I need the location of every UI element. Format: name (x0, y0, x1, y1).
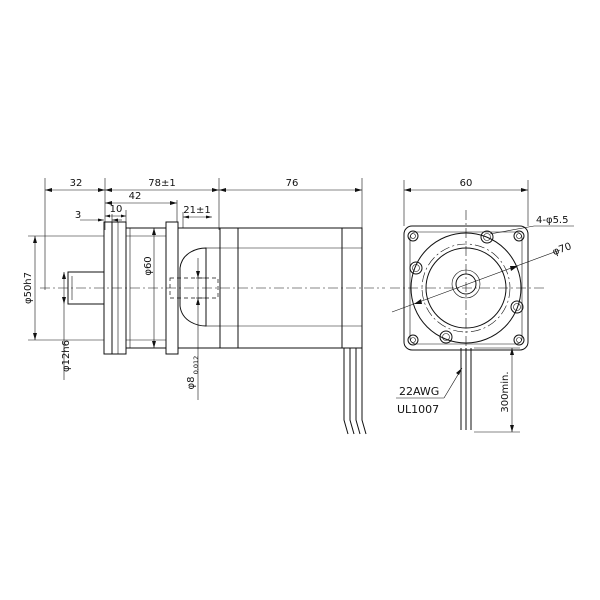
dim-phi60-side-label: φ60 (143, 256, 154, 275)
front-pitch-circle (421, 243, 511, 333)
dim-phi12-label: φ12h6 (61, 340, 72, 372)
dim-phi50-label: φ50h7 (23, 272, 34, 304)
side-view (40, 221, 385, 435)
dim-60-front-label: 60 (460, 178, 473, 189)
front-mount-holes (409, 230, 524, 344)
adapter-dome (179, 247, 207, 327)
callout-ul: UL1007 (397, 403, 439, 416)
dim-holes-label: 4-φ5.5 (536, 215, 568, 226)
dim-21-label: 21±1 (183, 205, 210, 216)
front-outer-circle (410, 232, 522, 344)
dim-42-label: 42 (129, 191, 142, 202)
side-dimensions: 32 78±1 76 42 10 3 21±1 (23, 178, 363, 400)
dim-10-label: 10 (110, 204, 123, 215)
motor-body (219, 227, 363, 349)
side-cable-1 (343, 348, 349, 435)
dim-cable-length-label: 300min. (500, 371, 511, 412)
dim-phi8-label: φ8 (186, 377, 197, 390)
dim-3-label: 3 (75, 210, 81, 221)
dim-78-label: 78±1 (148, 178, 175, 189)
dim-32-label: 32 (70, 178, 83, 189)
dim-phi8-tolerance: 0,012 (192, 356, 200, 375)
front-view (390, 210, 545, 430)
front-hub (455, 273, 477, 295)
input-bore (169, 277, 219, 299)
front-pilot-circle (425, 247, 507, 329)
callout-awg: 22AWG (399, 385, 439, 398)
front-corner-holes (407, 230, 525, 346)
front-dimensions: 60 4-φ5.5 φ70 300min. 22AWG UL1007 (391, 178, 574, 433)
dim-phi70-label: φ70 (551, 241, 573, 258)
dim-76-label: 76 (286, 178, 299, 189)
